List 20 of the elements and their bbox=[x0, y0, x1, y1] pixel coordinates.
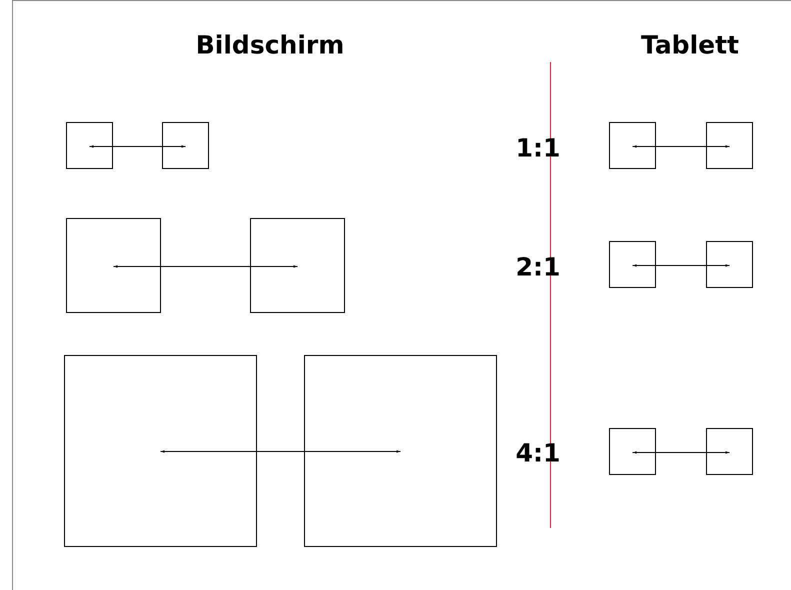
double-arrow bbox=[160, 450, 401, 453]
double-arrow bbox=[632, 451, 730, 454]
double-arrow bbox=[632, 145, 730, 148]
square-box bbox=[304, 355, 497, 547]
square-box bbox=[162, 122, 209, 169]
square-box bbox=[706, 428, 753, 475]
double-arrow bbox=[632, 264, 730, 267]
square-box bbox=[64, 355, 257, 547]
square-box bbox=[706, 241, 753, 288]
heading: Tablett bbox=[640, 32, 740, 58]
square-box bbox=[66, 218, 161, 313]
square-box bbox=[609, 122, 656, 169]
square-box bbox=[66, 122, 113, 169]
square-box bbox=[250, 218, 345, 313]
square-box bbox=[609, 428, 656, 475]
double-arrow bbox=[113, 265, 298, 268]
square-box bbox=[706, 122, 753, 169]
double-arrow bbox=[89, 145, 186, 148]
square-box bbox=[609, 241, 656, 288]
heading: Bildschirm bbox=[196, 32, 344, 58]
